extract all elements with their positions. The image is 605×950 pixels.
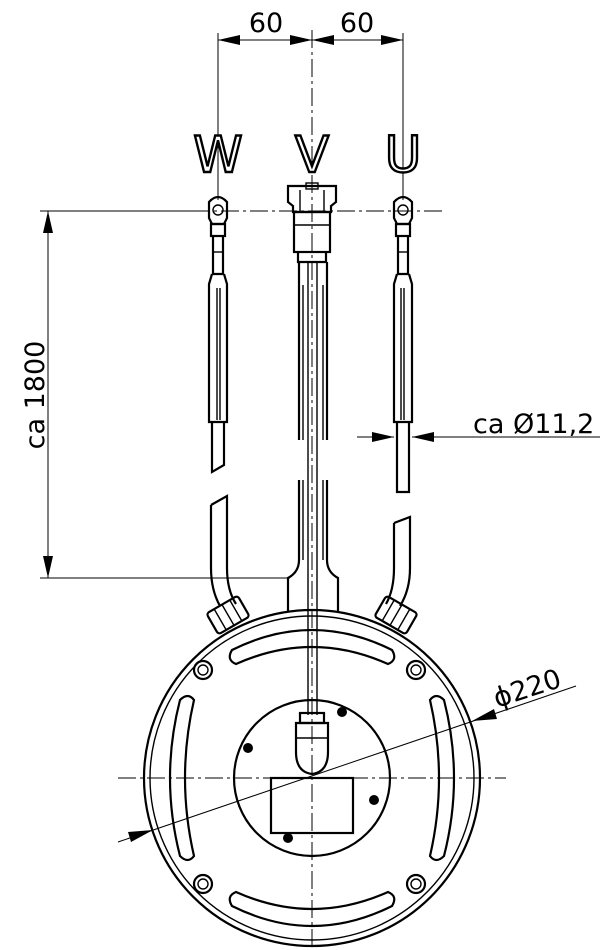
spacing-left-label: 60 bbox=[249, 8, 283, 39]
inner-dot bbox=[337, 707, 347, 717]
slot-left bbox=[168, 694, 196, 862]
cable-length-label: ca 1800 bbox=[20, 341, 51, 450]
inner-dot bbox=[243, 743, 253, 753]
cable-length-dimension: ca 1800 bbox=[20, 210, 290, 579]
cable-u bbox=[385, 195, 414, 607]
phase-label-u: U bbox=[385, 126, 422, 184]
slot-top bbox=[228, 628, 396, 666]
phase-label-v: V bbox=[295, 126, 329, 184]
cable-gland-left bbox=[206, 595, 250, 635]
slot-bottom bbox=[228, 890, 396, 928]
cable-diameter-label: ca Ø11,2 bbox=[473, 409, 594, 440]
housing bbox=[118, 608, 506, 948]
slot-right bbox=[428, 694, 456, 862]
nameplate bbox=[269, 776, 355, 835]
spacing-right-label: 60 bbox=[340, 8, 374, 39]
screw-bottom-right bbox=[405, 873, 427, 895]
cable-v bbox=[286, 182, 340, 776]
screw-top-right bbox=[405, 659, 427, 681]
cable-w bbox=[207, 195, 237, 607]
screw-top-left bbox=[192, 659, 214, 681]
cable-gland-right bbox=[374, 595, 418, 635]
inner-dot bbox=[369, 795, 379, 805]
housing-diameter-label: ϕ220 bbox=[490, 663, 566, 714]
spacing-dimension: 60 60 bbox=[217, 8, 404, 200]
cable-diameter-dimension: ca Ø11,2 bbox=[357, 409, 600, 442]
phase-label-w: W bbox=[193, 126, 242, 184]
screw-bottom-left bbox=[192, 873, 214, 895]
inner-dot bbox=[283, 833, 293, 843]
